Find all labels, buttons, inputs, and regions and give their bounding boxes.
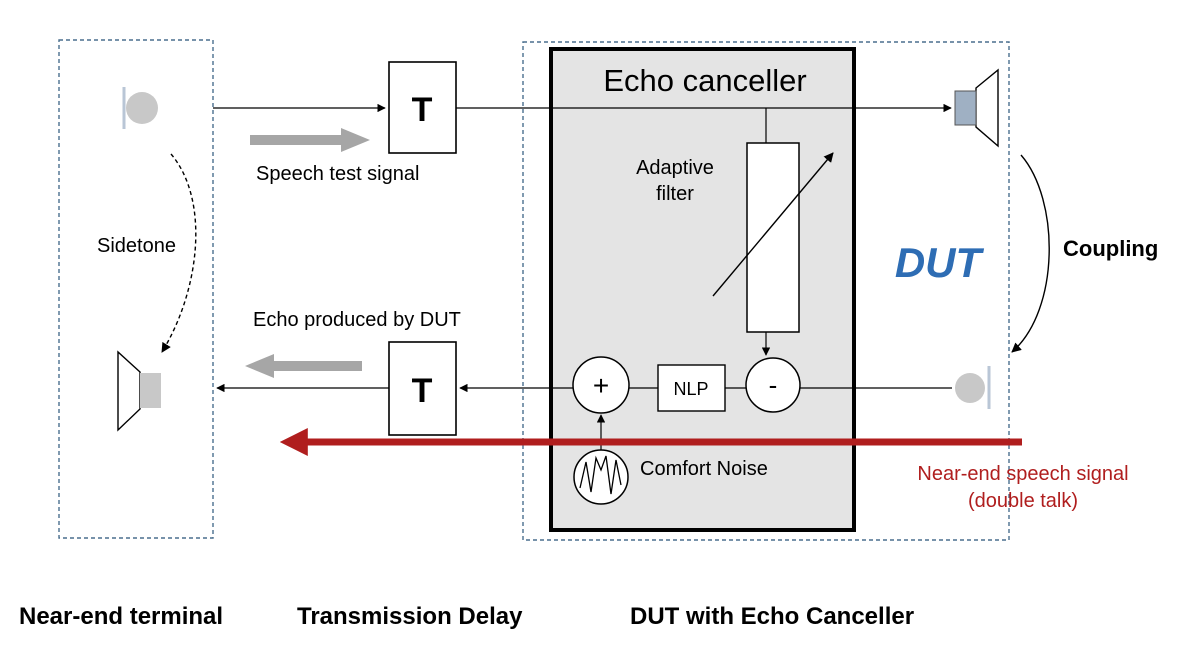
- adaptive-filter-arrow: [712, 152, 834, 297]
- echo-canceller-block: [549, 47, 856, 532]
- comfort-noise-generator-icon: [573, 449, 629, 505]
- nlp-block: [657, 364, 726, 412]
- dut-microphone-icon: [955, 366, 991, 409]
- transmission-delay-block-lower: [388, 341, 457, 436]
- echo-produced-arrow: [245, 354, 362, 378]
- subtractor-node: [745, 357, 801, 413]
- adaptive-filter-block: [746, 142, 800, 333]
- dut-box: [522, 41, 1010, 541]
- transmission-delay-block-upper: [388, 61, 457, 154]
- dut-loudspeaker-icon: [954, 68, 999, 148]
- coupling-label: Coupling: [1063, 236, 1158, 261]
- adaptive-filter-label-line2: filter: [656, 183, 694, 205]
- near-end-microphone-icon: [122, 87, 158, 129]
- section-title-transmission-delay: Transmission Delay: [297, 603, 523, 630]
- nlp-label: NLP: [673, 379, 708, 399]
- echo-produced-label: Echo produced by DUT: [253, 309, 461, 331]
- section-title-dut-with-echo-canceller: DUT with Echo Canceller: [630, 603, 914, 630]
- near-end-terminal-box: [58, 39, 214, 539]
- sidetone-label: Sidetone: [97, 235, 176, 257]
- sidetone-arrow: [161, 153, 197, 353]
- speech-test-signal-arrow: [250, 128, 370, 152]
- comfort-noise-label: Comfort Noise: [640, 458, 768, 480]
- echo-canceller-title: Echo canceller: [603, 63, 806, 98]
- speech-test-signal-label: Speech test signal: [256, 163, 419, 185]
- subtractor-symbol: -: [769, 370, 778, 400]
- near-end-speech-label-line2: (double talk): [968, 490, 1078, 512]
- dut-label: DUT: [895, 239, 985, 286]
- near-end-speech-label-line1: Near-end speech signal: [917, 463, 1128, 485]
- adder-node: [572, 356, 630, 414]
- adaptive-filter-label-line1: Adaptive: [636, 157, 714, 179]
- delay-upper-symbol: T: [412, 91, 433, 129]
- coupling-arrow: [1011, 154, 1050, 353]
- adder-symbol: +: [593, 370, 609, 401]
- section-title-near-end-terminal: Near-end terminal: [19, 603, 223, 630]
- delay-lower-symbol: T: [412, 372, 433, 410]
- near-end-loudspeaker-icon: [117, 350, 161, 432]
